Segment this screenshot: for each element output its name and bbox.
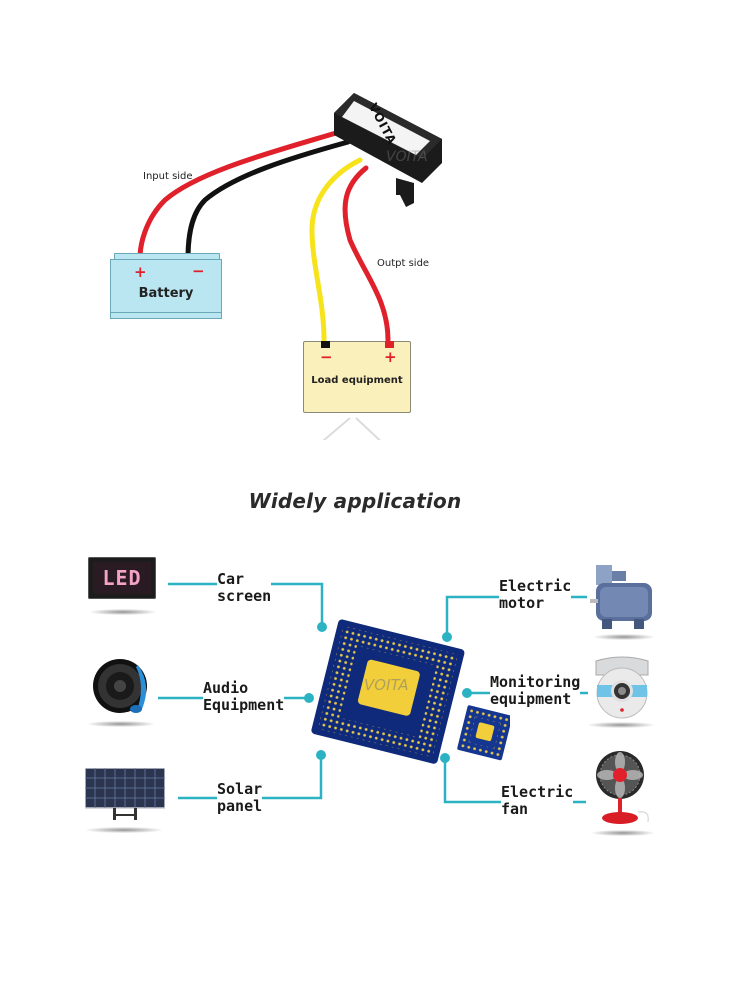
input-wire-black [185, 139, 351, 261]
load-equipment: − + Load equipment [303, 341, 411, 413]
battery-minus-terminal: − [192, 262, 205, 280]
widely-application-heading: Widely application [248, 489, 462, 513]
fan-icon [592, 750, 654, 830]
load-plus-sign: + [384, 348, 397, 366]
battery-plus-terminal: + [134, 263, 147, 281]
motor-icon [590, 563, 656, 631]
module-watermark: VOITA [386, 149, 428, 165]
led-display-icon: LED [88, 557, 156, 599]
load-label: Load equipment [311, 375, 403, 386]
output-wire-red [342, 165, 391, 343]
load-minus-sign: − [320, 348, 333, 366]
load-negative-terminal-cap [321, 341, 330, 348]
battery: + − Battery [110, 253, 222, 319]
input-wire-red [137, 127, 349, 261]
pyramid-line-left [322, 417, 351, 440]
camera-icon [590, 655, 654, 719]
pyramid-line-right [355, 417, 381, 440]
load-positive-terminal-cap [385, 341, 394, 348]
chip-watermark: VOITA [364, 676, 409, 694]
battery-label: Battery [138, 286, 194, 301]
output-wire-yellow [309, 157, 363, 343]
center-processor-chip: VOITA [300, 610, 513, 780]
output-side-label: Outpt side [377, 258, 430, 269]
voita-converter-module: VOITA VOITA [330, 83, 448, 207]
input-side-label: Input side [143, 171, 193, 182]
speaker-icon [92, 655, 154, 717]
solar-panel-icon [84, 767, 166, 824]
wiring-diagram [137, 127, 391, 440]
